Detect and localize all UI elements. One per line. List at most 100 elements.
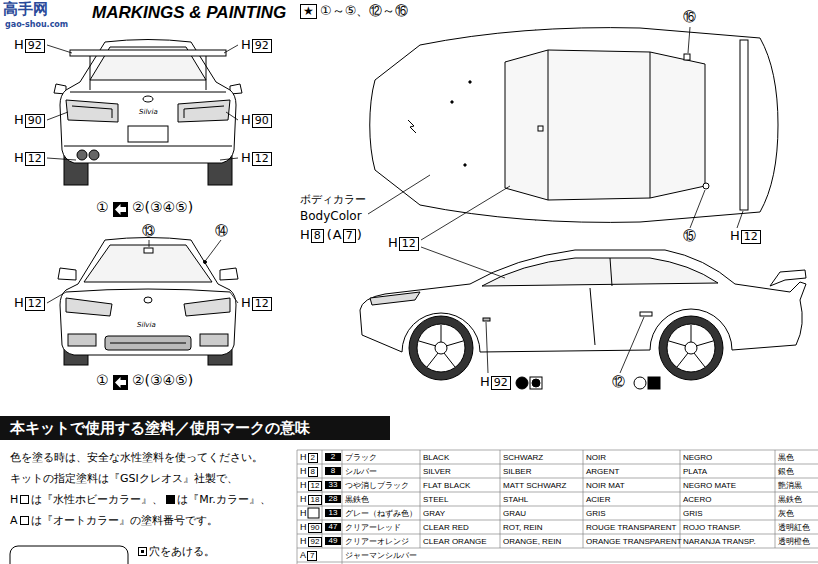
table-cell: シルバー (345, 467, 377, 476)
leader-line (47, 112, 68, 120)
section-header: 本キットで使用する塗料／使用マークの意味 (10, 419, 380, 437)
paint-code: H (241, 38, 251, 53)
rear-view-car (70, 92, 226, 93)
paint-table-grid (297, 492, 818, 493)
leader-line (688, 27, 690, 53)
leader-line (47, 292, 66, 303)
paint-symbol (20, 516, 29, 525)
top-view-car (505, 50, 705, 200)
leader-line (206, 240, 221, 260)
table-cell: STEEL (423, 495, 448, 504)
leader-line (220, 158, 238, 160)
leader-line (230, 292, 238, 303)
paint-table-grid (297, 464, 818, 465)
paint-number: 2 (308, 453, 318, 463)
watermark: 高手网 (3, 1, 48, 18)
paint-number: 18 (308, 495, 323, 505)
leader-line (368, 175, 430, 214)
table-cell: クリアーレッド (345, 523, 401, 532)
table-cell: GRAY (423, 509, 445, 518)
table-cell: ORANGE, REIN (503, 537, 561, 546)
paint-number: 8 (311, 229, 324, 243)
table-cell: CLEAR ORANGE (423, 537, 487, 546)
paint-number: 33 (325, 481, 341, 489)
paint-table-grid (342, 450, 343, 564)
paint-number: 7 (307, 551, 317, 561)
paint-table-grid (297, 450, 298, 564)
callout-number: ②(③④⑤) (132, 199, 193, 215)
paint-code: H (300, 536, 307, 546)
paint-code: ( (327, 228, 332, 243)
table-cell: ジャーマンシルバー (345, 551, 417, 560)
top-view-car (370, 28, 778, 223)
table-cell: SILBER (503, 467, 531, 476)
paint-code: A (300, 550, 306, 560)
front-wheel (409, 316, 473, 380)
side-view-car (590, 288, 595, 345)
rear-view-car (143, 96, 153, 102)
leader-line (47, 158, 76, 160)
paint-code: H (300, 452, 307, 462)
paint-number: 12 (399, 237, 419, 251)
table-cell: ACIER (586, 495, 610, 504)
table-cell: グレー（ねずみ色） (345, 509, 417, 518)
placement-symbol (113, 202, 128, 390)
paint-number: 7 (343, 229, 356, 243)
top-view-car (370, 28, 778, 223)
rear-view-car (64, 146, 232, 147)
table-cell: ブラック (345, 453, 377, 462)
front-view-car (184, 298, 230, 316)
table-cell: クリアーオレンジ (345, 537, 409, 546)
decal-set-mark: ★ (300, 4, 317, 19)
paint-table-grid (297, 548, 818, 549)
paint-code: H (300, 466, 307, 476)
front-view-car (105, 336, 191, 350)
callout-number: ②(③④⑤) (132, 372, 193, 388)
table-cell: NOIR MAT (586, 481, 625, 490)
paint-table-grid (297, 506, 818, 507)
callout-number: ⑯ (683, 10, 696, 25)
paint-number: 47 (325, 523, 341, 531)
emblem-text: Silvia (137, 321, 156, 329)
rear-view-car (66, 100, 118, 122)
paint-code: H (730, 229, 740, 244)
rear-wheel (685, 342, 697, 354)
paint-number: 13 (325, 509, 341, 517)
paint-code: H (14, 296, 24, 311)
rear-wheel (659, 316, 723, 380)
table-cell: GRIS (586, 509, 606, 518)
paint-table-grid (420, 450, 421, 548)
note-text: は『水性ホビーカラー』、 (20, 494, 163, 507)
callout-number: ⑮ (683, 229, 696, 244)
table-cell: ROUGE TRANSPARENT (586, 523, 676, 532)
top-view-car (408, 120, 416, 133)
paint-code: H (300, 494, 307, 504)
leader-line (690, 190, 705, 228)
symbol-note: 穴をあける。 (138, 546, 215, 559)
callout-number: ① (96, 199, 109, 215)
paint-number: 90 (252, 114, 272, 128)
paint-number: 90 (25, 114, 45, 128)
rear-view-car (178, 100, 230, 122)
table-cell: SILVER (423, 467, 451, 476)
body-color-label: ボディカラー (300, 194, 366, 207)
paint-number: 8 (308, 467, 318, 477)
rear-view-car (184, 106, 224, 118)
leader-line (47, 45, 72, 53)
paint-number: 92 (491, 376, 511, 390)
placement-symbol (115, 204, 126, 215)
paint-code: H (14, 113, 24, 128)
table-cell: 銀色 (778, 467, 794, 476)
paint-code: H (388, 236, 398, 251)
leader-line (486, 322, 488, 373)
page-title: MARKINGS & PAINTING (92, 3, 286, 23)
note-text: H (10, 494, 18, 507)
rear-view-car (128, 126, 168, 142)
rear-view-car (90, 56, 91, 90)
paint-number: 92 (308, 537, 323, 547)
note-text: 色を塗る時は、安全な水性塗料を使ってください。 (10, 452, 263, 465)
note-text: は『オートカラー』の塗料番号です。 (20, 515, 218, 528)
table-cell: ARGENT (586, 467, 619, 476)
paint-table-grid (775, 450, 776, 548)
side-view-car (370, 292, 420, 305)
